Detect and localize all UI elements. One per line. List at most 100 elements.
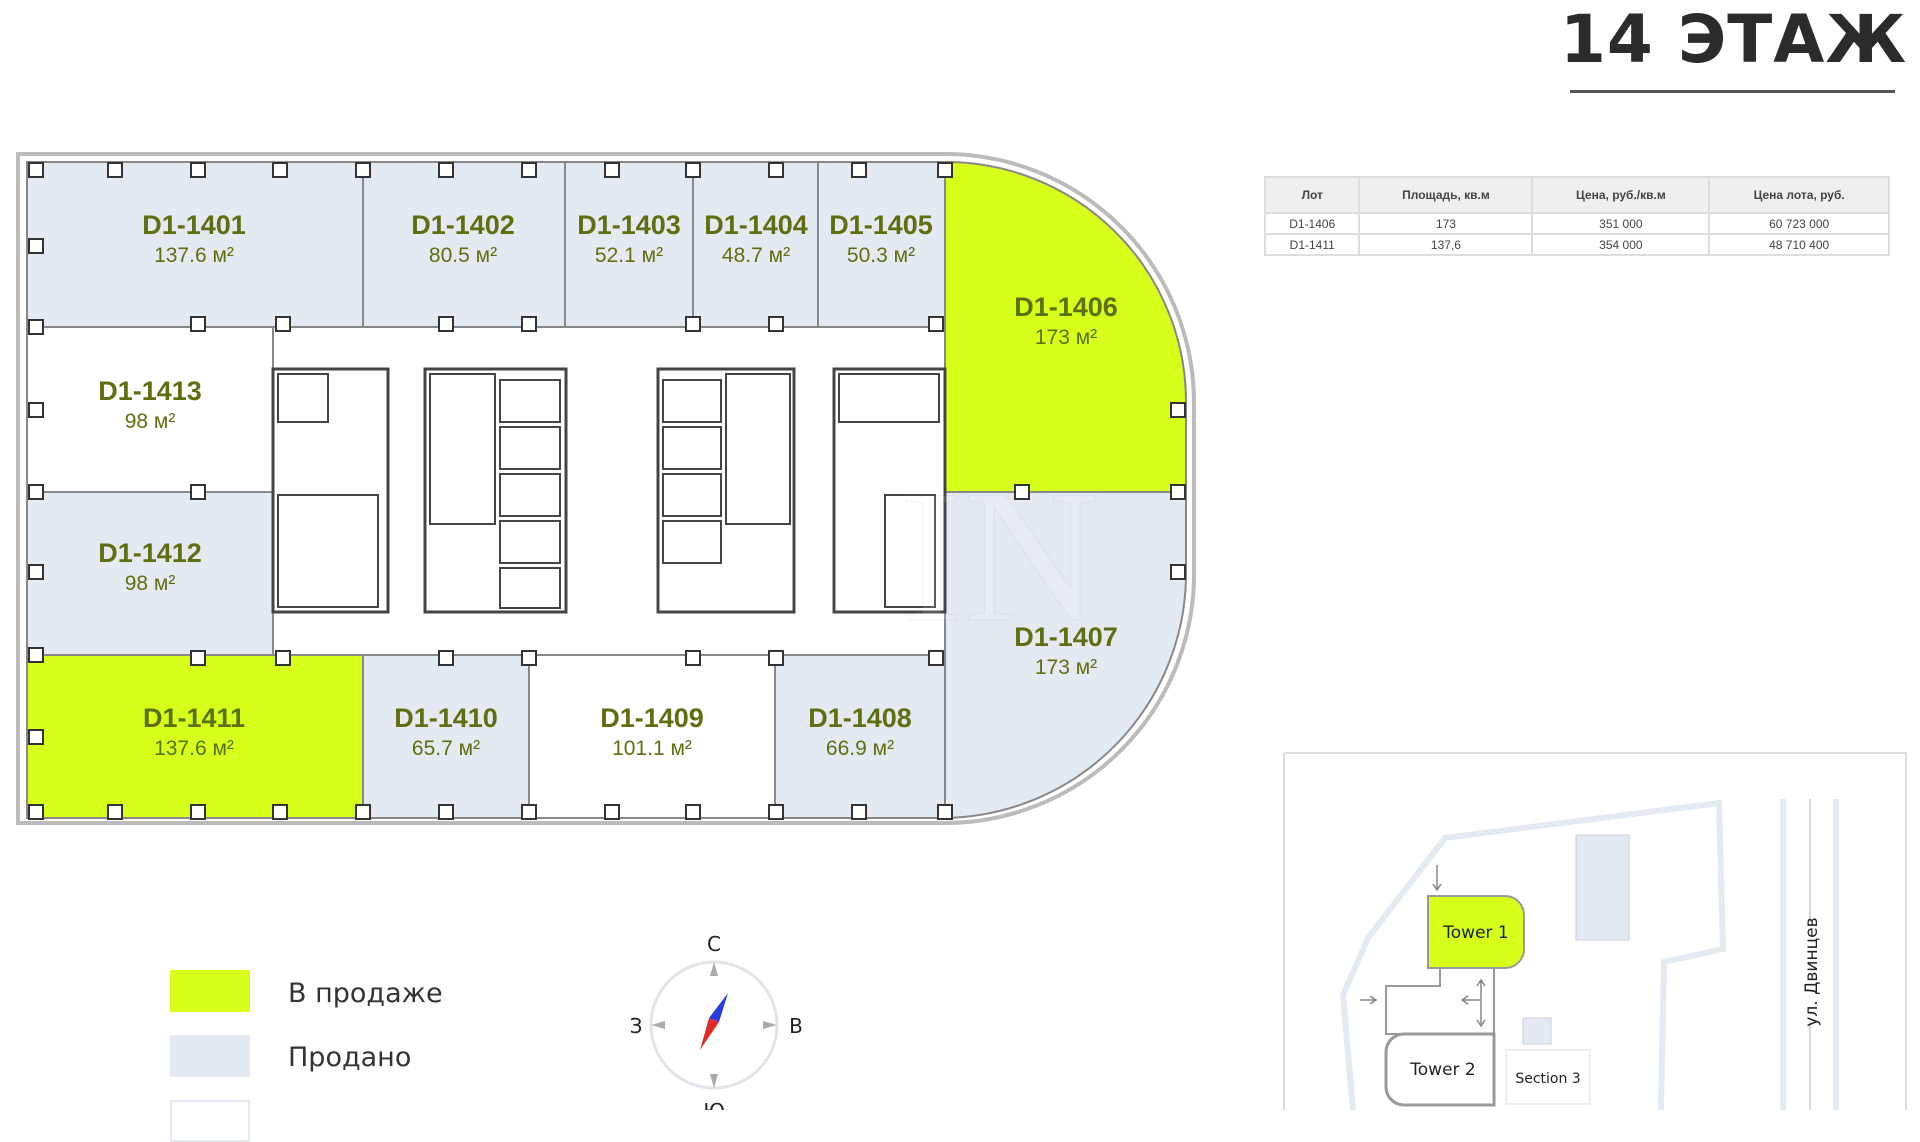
table-row[interactable]: D1-1406 173 351 000 60 723 000: [1263, 212, 1890, 235]
cell-lot: D1-1411: [1263, 233, 1361, 256]
unit-label-d1-1411: D1-1411 137.6 м²: [143, 703, 245, 760]
legend-label-sold: Продано: [288, 1042, 412, 1073]
col-lot-price: Цена лота, руб.: [1708, 176, 1890, 214]
column: [272, 162, 288, 178]
legend-swatch-for-sale: [170, 970, 250, 1012]
cell-price-sqm: 351 000: [1531, 212, 1711, 235]
unit-number: D1-1401: [142, 210, 246, 240]
column: [604, 162, 620, 178]
compass-south: Ю: [703, 1099, 725, 1110]
column: [937, 162, 953, 178]
legend-swatch-free: [170, 1100, 250, 1142]
unit-number: D1-1402: [411, 210, 515, 240]
column: [604, 804, 620, 820]
site-boundary: [1339, 799, 1727, 1110]
column: [1014, 484, 1030, 500]
unit-area: 98 м²: [125, 572, 176, 595]
compass-west: З: [630, 1014, 643, 1038]
unit-number: D1-1408: [808, 703, 912, 733]
cell-lot-price: 60 723 000: [1708, 212, 1890, 235]
cell-lot-price: 48 710 400: [1708, 233, 1890, 256]
col-area: Площадь, кв.м: [1358, 176, 1534, 214]
tower-1-label: Tower 1: [1442, 923, 1508, 943]
column: [355, 804, 371, 820]
access-arrows: [1360, 865, 1486, 1028]
compass-needle-north: [709, 993, 728, 1022]
unit-d1-1413[interactable]: [26, 326, 274, 493]
site-section-3[interactable]: Section 3: [1505, 1049, 1591, 1105]
column: [28, 729, 44, 745]
cell-lot: D1-1406: [1263, 212, 1361, 235]
unit-number: D1-1411: [143, 703, 245, 733]
column: [521, 804, 537, 820]
column: [685, 316, 701, 332]
column: [28, 319, 44, 335]
unit-area: 137.6 м²: [154, 737, 234, 760]
column: [107, 162, 123, 178]
unit-number: D1-1413: [98, 376, 202, 406]
column: [768, 162, 784, 178]
column: [107, 804, 123, 820]
unit-d1-1409[interactable]: [528, 654, 776, 819]
column: [851, 804, 867, 820]
unit-number: D1-1407: [1014, 622, 1118, 652]
column: [275, 316, 291, 332]
legend-swatch-sold: [170, 1035, 250, 1077]
cell-area: 137,6: [1358, 233, 1534, 256]
column: [438, 316, 454, 332]
unit-number: D1-1409: [600, 703, 704, 733]
column: [1170, 564, 1186, 580]
unit-number: D1-1403: [577, 210, 681, 240]
unit-d1-1412[interactable]: [26, 491, 274, 656]
col-price-sqm: Цена, руб./кв.м: [1531, 176, 1711, 214]
unit-area: 173 м²: [1035, 326, 1097, 349]
unit-area: 137.6 м²: [154, 244, 234, 267]
unit-number: D1-1412: [98, 538, 202, 568]
table-row[interactable]: D1-1411 137,6 354 000 48 710 400: [1263, 233, 1890, 256]
column: [28, 564, 44, 580]
site-tower-1[interactable]: Tower 1: [1427, 895, 1525, 970]
column: [928, 650, 944, 666]
column: [685, 650, 701, 666]
unit-area: 80.5 м²: [429, 244, 497, 267]
unit-d1-1405[interactable]: [817, 161, 946, 328]
building-core: [271, 367, 947, 614]
column: [28, 402, 44, 418]
column: [685, 804, 701, 820]
unit-d1-1408[interactable]: [774, 654, 946, 819]
unit-label-d1-1403: D1-1403 52.1 м²: [577, 210, 681, 267]
unit-d1-1404[interactable]: [692, 161, 819, 328]
unit-d1-1407[interactable]: [944, 491, 1188, 820]
compass-east: В: [789, 1014, 803, 1038]
unit-area: 173 м²: [1035, 656, 1097, 679]
legend-label-for-sale: В продаже: [288, 978, 443, 1009]
column: [521, 650, 537, 666]
unit-label-d1-1412: D1-1412 98 м²: [98, 538, 202, 595]
unit-d1-1406[interactable]: [944, 160, 1188, 493]
street-label: ул. Двинцев: [1802, 917, 1822, 1026]
unit-number: D1-1410: [394, 703, 498, 733]
compass-north: С: [707, 932, 721, 956]
tower-2-label: Tower 2: [1409, 1060, 1475, 1080]
column: [355, 162, 371, 178]
title-underline: [1570, 90, 1895, 93]
column: [190, 804, 206, 820]
column: [28, 484, 44, 500]
price-table: Лот Площадь, кв.м Цена, руб./кв.м Цена л…: [1263, 176, 1890, 256]
unit-area: 50.3 м²: [847, 244, 915, 267]
col-lot: Лот: [1263, 176, 1361, 214]
unit-d1-1410[interactable]: [362, 654, 530, 819]
compass: С З В Ю: [630, 932, 803, 1110]
column: [521, 316, 537, 332]
unit-area: 52.1 м²: [595, 244, 663, 267]
column: [928, 316, 944, 332]
column: [190, 484, 206, 500]
unit-area: 98 м²: [125, 410, 176, 433]
column: [190, 316, 206, 332]
site-tower-2[interactable]: Tower 2: [1384, 1032, 1496, 1107]
unit-number: D1-1404: [704, 210, 808, 240]
column: [272, 804, 288, 820]
